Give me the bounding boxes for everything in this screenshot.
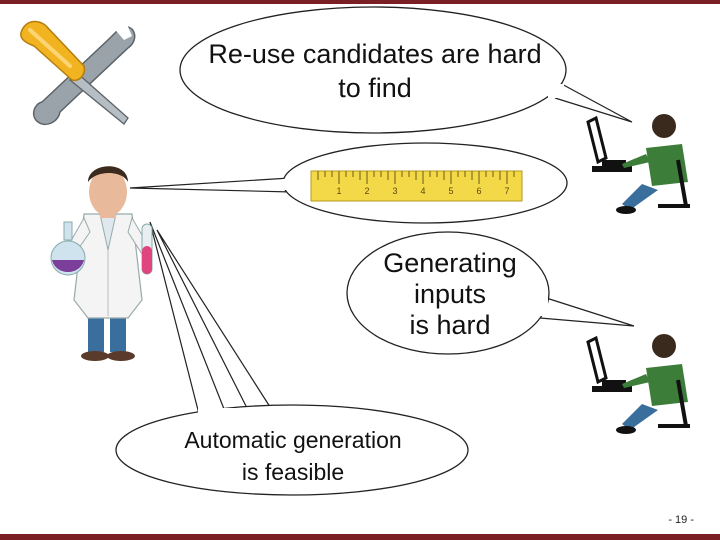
inputs-bubble-line: is hard [409, 310, 491, 341]
speech-bubble-reuse [179, 6, 633, 134]
page-number: - 19 - [668, 514, 694, 526]
bottom-accent-bar [0, 534, 720, 540]
ruler-tick-label: 6 [476, 186, 481, 196]
reuse-bubble-text: Re-use candidates are hard to find [208, 39, 542, 103]
ruler-tick-label: 1 [336, 186, 341, 196]
automatic-bubble-line: Automatic generation [184, 427, 402, 453]
wrench-screwdriver-icon [20, 20, 136, 126]
ruler-icon: 1 2 3 4 5 6 7 [310, 170, 523, 202]
top-accent-bar [0, 0, 720, 4]
speech-bubble-inputs [346, 231, 635, 355]
automatic-bubble-text: Automatic generation is feasible [148, 424, 438, 488]
developer-at-computer-icon [586, 334, 690, 434]
ruler-tick-label: 4 [420, 186, 425, 196]
speech-bubble-automatic [115, 221, 469, 496]
inputs-bubble-line: inputs [413, 279, 487, 310]
ruler-tick-label: 3 [392, 186, 397, 196]
inputs-bubble-text: Generating inputs is hard [365, 248, 535, 341]
ruler-tick-label: 7 [504, 186, 509, 196]
automatic-bubble-line: is feasible [241, 459, 345, 486]
ruler-tick-label: 2 [364, 186, 369, 196]
inputs-bubble-line: Generating [383, 248, 517, 278]
scientist-icon [50, 166, 153, 361]
developer-at-computer-icon [586, 114, 690, 214]
ruler-tick-label: 5 [448, 186, 453, 196]
